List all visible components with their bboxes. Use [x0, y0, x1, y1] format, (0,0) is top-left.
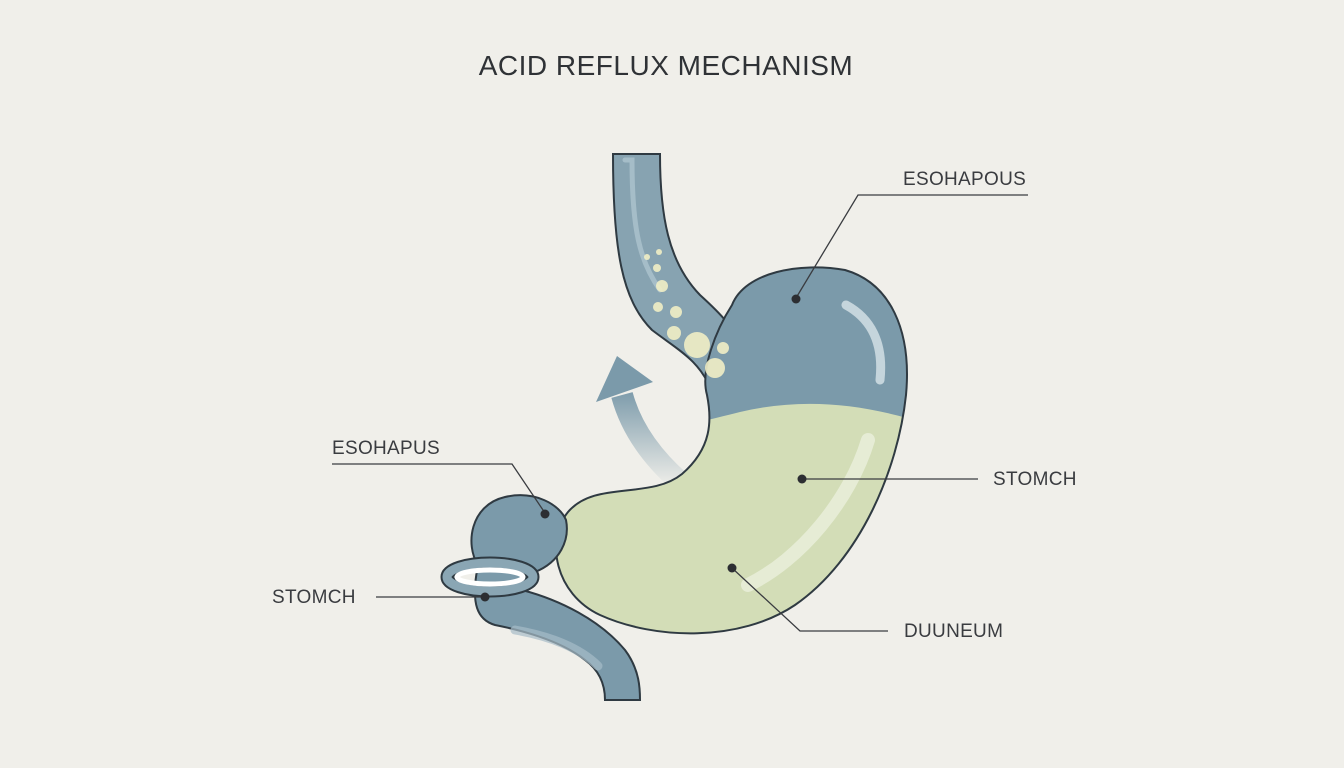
label-esophagus-top: ESOHAPOUS [903, 169, 1027, 190]
label-stomach-left: STOMCH [272, 587, 356, 608]
leader-line-duodenum [731, 567, 888, 632]
acid-bubbles [644, 249, 729, 378]
label-duodenum: DUUNEUM [904, 621, 1004, 642]
dot-esophagus-left [540, 509, 550, 519]
dot-esophagus-top [791, 294, 801, 304]
dot-stomach-right [797, 474, 807, 484]
label-esophagus-left: ESOHAPUS [332, 438, 440, 459]
leader-lines [332, 194, 1028, 632]
diagram-title: ACID REFLUX MECHANISM [478, 50, 854, 81]
dot-stomach-left [480, 592, 490, 602]
sphincter-ring [440, 556, 540, 598]
leader-dots [480, 294, 807, 602]
dot-duodenum [727, 563, 737, 573]
label-stomach-right: STOMCH [993, 469, 1077, 490]
leader-line-esophagus-left [332, 463, 546, 514]
reflux-arrow [596, 356, 688, 491]
leader-line-esophagus-top [795, 194, 1028, 299]
